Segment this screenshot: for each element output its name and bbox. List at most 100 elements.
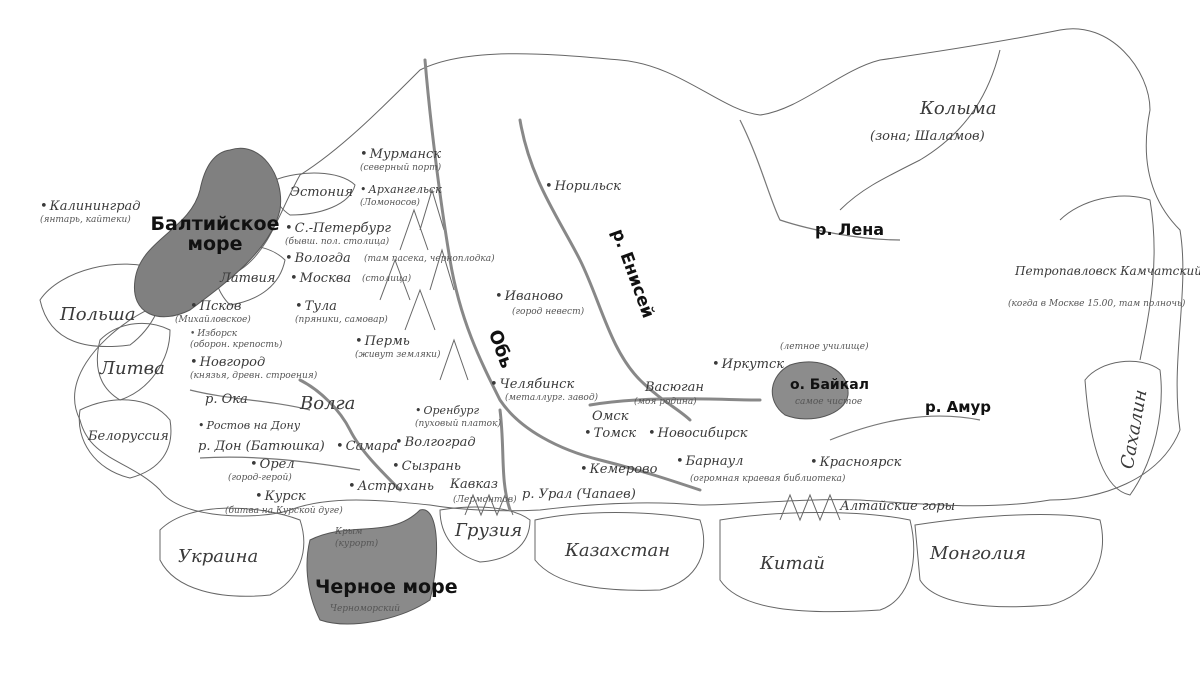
city-kursk: Курск [255,490,306,504]
city-murmansk: Мурманск [360,148,441,162]
city-kemerovo: Кемерово [580,463,658,477]
city-barnaul: Барнаул [676,455,744,469]
city-perm: Пермь [355,335,410,349]
black-sea [306,509,437,625]
river-oka [189,389,311,411]
city-moscow: Москва [290,272,352,286]
river-amur [829,415,981,441]
city-samara: Самара [336,440,398,454]
country-ukraine: Украина [178,546,259,567]
city-novosibirsk: Новосибирск [648,427,748,441]
country-belarus: Белоруссия [88,429,169,444]
region-kolyma: Колыма [920,98,997,119]
city-chelyabinsk: Челябинск [490,378,575,392]
city-spb-note: (бывш. пол. столица) [285,237,390,247]
city-orel-note: (город-герой) [228,473,292,483]
black-sea-note: Черноморский [330,604,401,614]
city-perm-note: (живут земляки) [355,350,441,360]
baltic-sea [133,147,282,318]
country-lithuania: Литва [100,358,165,379]
lithuania-border [96,322,171,401]
river-yenisei [518,118,692,422]
black-sea-label: Черное море [315,576,458,598]
region-kolyma-note: (зона; Шаламов) [870,129,985,144]
city-volgograd: Волгоград [395,436,476,450]
river-ural [498,408,512,512]
city-arkhangelsk-note: (Ломоносов) [360,198,420,208]
city-pskov: Псков [190,300,242,314]
city-orenburg: Оренбург [415,405,480,417]
mongolia-border [914,514,1104,608]
city-vologda: Вологда [285,252,351,266]
baltic-sea-label: Балтийское море [150,213,280,255]
city-omsk: Омск [592,409,629,424]
city-orenburg-note: (пуховый платок) [415,419,501,429]
river-oka-label: р. Ока [205,392,248,407]
mountain-range-altai [779,493,841,522]
georgia-border [439,506,531,563]
city-vasyugan: Васюган [645,380,704,395]
city-astrakhan: Астрахань [348,480,434,494]
belarus-border [78,399,172,479]
river-don-label: р. Дон (Батюшка) [198,439,325,454]
russia-border [74,28,1184,517]
river-ural-label: р. Урал (Чапаев) [522,487,636,502]
country-mongolia: Монголия [930,543,1027,564]
lake-baikal-note: самое чистое [795,397,863,407]
city-norilsk: Норильск [545,180,621,194]
ukraine-border [159,507,305,597]
city-novgorod-note: (князья, древн. строения) [190,371,318,381]
city-izborsk: Изборск [190,329,237,339]
city-pskov-note: (Михайловское) [175,315,251,325]
city-rostov: Ростов на Дону [198,420,301,432]
river-angara [588,397,762,407]
city-kursk-note: (битва на Курской дуге) [225,506,343,516]
region-crimea-note: (курорт) [335,539,379,549]
city-spb: С.-Петербург [285,222,391,236]
city-chelyabinsk-note: (металлург. завод) [505,393,599,403]
city-ivanovo-note: (город невест) [512,307,585,317]
city-vologda-note: (там пасека, черноплодка) [364,254,495,264]
city-krasnoyarsk: Красноярск [810,456,902,470]
river-volga [298,378,402,492]
river-amur-label: р. Амур [925,398,992,416]
kolyma-line [839,49,1001,211]
region-altai: Алтайские горы [840,499,956,514]
country-kazakhstan: Казахстан [565,540,671,561]
city-irkutsk: Иркутск [712,358,784,372]
city-tula: Тула [295,300,337,314]
kazakhstan-border [534,512,705,591]
city-moscow-note: (столица) [362,274,412,284]
city-vasyugan-note: (моя родина) [634,397,697,407]
river-lena-label: р. Лена [815,220,885,239]
country-latvia: Латвия [220,271,276,286]
country-estonia: Эстония [290,185,353,200]
city-tomsk: Томск [584,427,636,441]
mountain-range-ural [379,188,469,381]
city-syzran: Сызрань [392,460,461,474]
country-poland: Польша [60,304,136,325]
city-murmansk-note: (северный порт) [360,163,442,173]
city-irkutsk-note: (летное училище) [780,342,869,352]
city-novgorod: Новгород [190,356,266,370]
city-barnaul-note: (огромная краевая библиотека) [690,474,846,484]
city-tula-note: (пряники, самовар) [295,315,388,325]
region-crimea: Крым [335,527,363,537]
city-petropavlovsk-note: (когда в Москве 15.00, там полночь) [1008,299,1186,309]
river-volga-label: Волга [300,393,356,414]
city-izborsk-note: (оборон. крепость) [190,340,283,350]
city-ivanovo: Иваново [495,290,563,304]
sakhalin-outline [1084,360,1162,496]
city-kaliningrad: Калининград [40,200,141,214]
country-georgia: Грузия [455,520,523,541]
lake-baikal [771,361,849,420]
city-kaliningrad-note: (янтарь, кайтеки) [40,215,131,225]
region-caucasus: Кавказ [450,477,498,492]
region-caucasus-note: (Лермонтов) [453,495,517,505]
river-lena [739,119,901,241]
city-orel: Орел [250,458,295,472]
country-china: Китай [760,553,825,574]
lake-baikal-label: о. Байкал [790,377,869,393]
